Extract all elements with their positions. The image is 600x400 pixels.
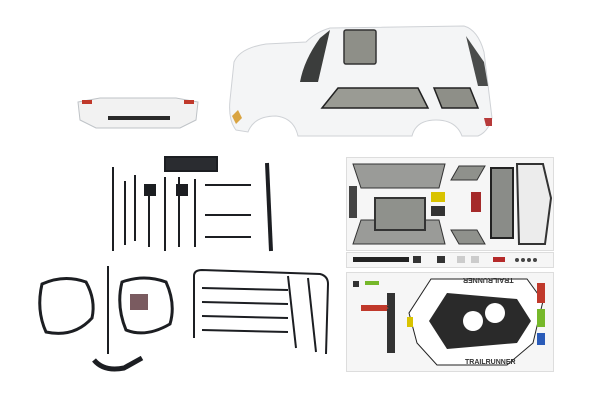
decal-sheet-windows [346, 157, 554, 251]
decal-brand-top: TRAILRUNNER [463, 276, 514, 283]
decal-brand-bottom: TRAILRUNNER [465, 359, 516, 366]
parts-sprue [105, 155, 280, 255]
body-shell [226, 22, 496, 144]
decal-sheet-graphics: TRAILRUNNER TRAILRUNNER ENERGIZE [346, 272, 554, 372]
frame-parts [34, 264, 184, 384]
front-bumper [76, 96, 200, 132]
decal-sponsor-red: ENERGIZE [363, 305, 389, 311]
decal-sheet-strip [346, 252, 554, 268]
roof-rack [192, 268, 332, 358]
